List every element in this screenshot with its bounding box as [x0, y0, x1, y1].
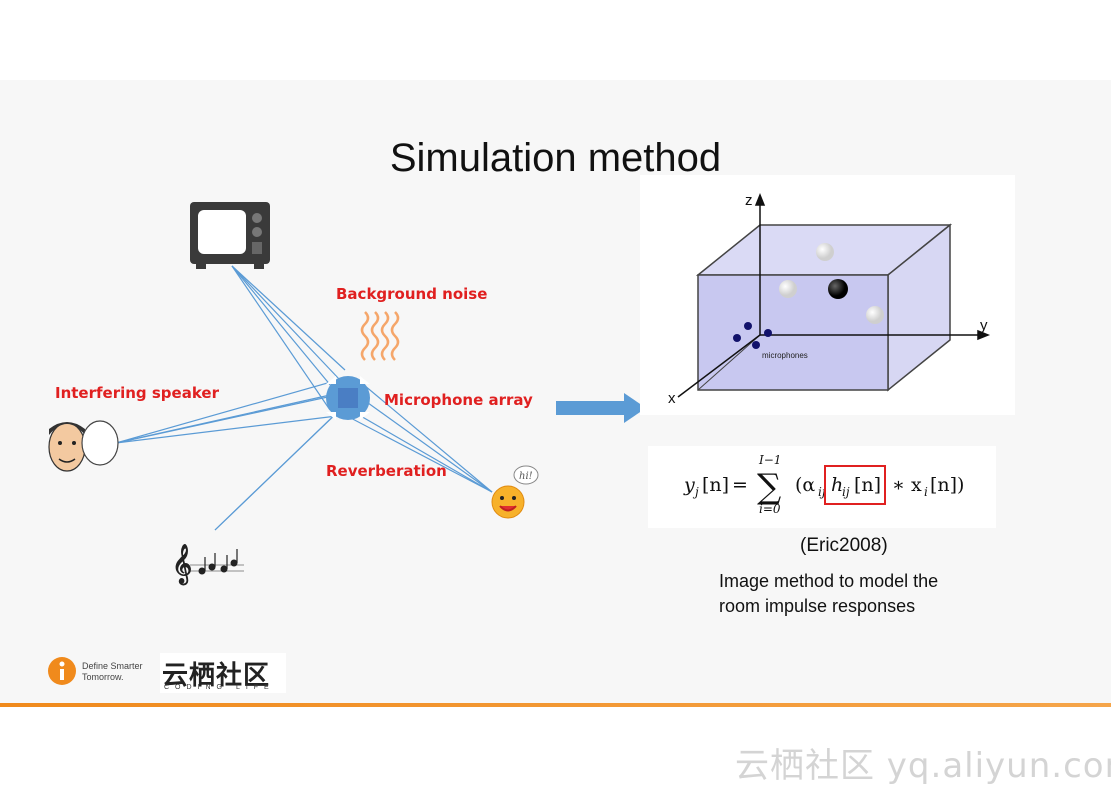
room-figure: z y x microphones — [668, 192, 991, 407]
watermark: 云栖社区 yq.aliyun.com — [735, 746, 1111, 786]
brand-logo — [160, 653, 286, 693]
microphone-array-icon — [326, 376, 370, 420]
sum-symbol: ∑ — [757, 467, 781, 507]
source-sphere — [816, 243, 834, 261]
brand-name: 云栖社区 — [162, 661, 271, 691]
brand-subtitle: CODING LIFE — [164, 684, 275, 691]
define-line-2: Tomorrow. — [82, 672, 124, 682]
svg-text:ij: ij — [842, 485, 850, 499]
source-sphere — [779, 280, 797, 298]
description-line-2: room impulse responses — [719, 596, 916, 616]
noise-waves-icon — [360, 311, 400, 361]
label-interfering-speaker: Interfering speaker — [55, 384, 219, 402]
svg-text:[n]: [n] — [854, 474, 881, 496]
svg-text:i: i — [924, 485, 928, 499]
flow-arrow-icon — [556, 393, 640, 423]
footer-bar — [0, 703, 1111, 707]
svg-text:i=0: i=0 — [759, 502, 781, 516]
svg-text:ij: ij — [818, 485, 826, 499]
svg-text:[n]: [n] — [702, 474, 729, 496]
source-diagram: 𝄞 hi! — [48, 202, 640, 586]
svg-text:j: j — [692, 485, 699, 499]
label-reverberation: Reverberation — [326, 462, 447, 480]
music-notes-icon: 𝄞 — [172, 544, 244, 586]
microphone-dot — [733, 334, 741, 342]
svg-text:(α: (α — [795, 474, 815, 496]
microphone-dot — [752, 341, 760, 349]
formula-panel — [648, 446, 996, 528]
description: Image method to model the room impulse r… — [719, 569, 1009, 619]
define-line-1: Define Smarter — [82, 661, 143, 671]
speaker-face-icon — [48, 420, 119, 472]
tv-icon — [190, 202, 270, 269]
axis-z-label: z — [745, 192, 753, 209]
microphone-dot — [744, 322, 752, 330]
define-tagline: Define Smarter Tomorrow. — [82, 661, 143, 683]
speech-bubble-text: hi! — [519, 471, 533, 482]
svg-text:h: h — [831, 474, 843, 496]
axis-x-label: x — [668, 390, 676, 407]
smiley-icon: hi! — [491, 465, 539, 519]
svg-text:I−1: I−1 — [758, 453, 781, 467]
signal-lines — [115, 265, 493, 531]
rir-formula: y j [n] = I−1 ∑ i=0 (α ij h ij [n] ∗ x i… — [683, 453, 964, 516]
microphone-dot — [764, 329, 772, 337]
label-microphone-array: Microphone array — [384, 391, 533, 409]
citation: (Eric2008) — [800, 535, 888, 556]
svg-text:=: = — [732, 474, 748, 496]
target-source-sphere — [828, 279, 848, 299]
axis-y-label: y — [980, 317, 988, 334]
label-background-noise: Background noise — [336, 285, 488, 303]
description-line-1: Image method to model the — [719, 571, 939, 591]
microphones-label: microphones — [762, 351, 808, 360]
svg-text:y: y — [683, 474, 695, 496]
svg-text:𝄞: 𝄞 — [172, 544, 192, 585]
slide-title: Simulation method — [389, 136, 722, 180]
source-sphere — [866, 306, 884, 324]
highlight-box — [824, 465, 886, 505]
svg-text:∗ x: ∗ x — [892, 474, 922, 496]
define-logo-icon — [48, 657, 76, 685]
svg-text:[n]): [n]) — [930, 474, 964, 496]
